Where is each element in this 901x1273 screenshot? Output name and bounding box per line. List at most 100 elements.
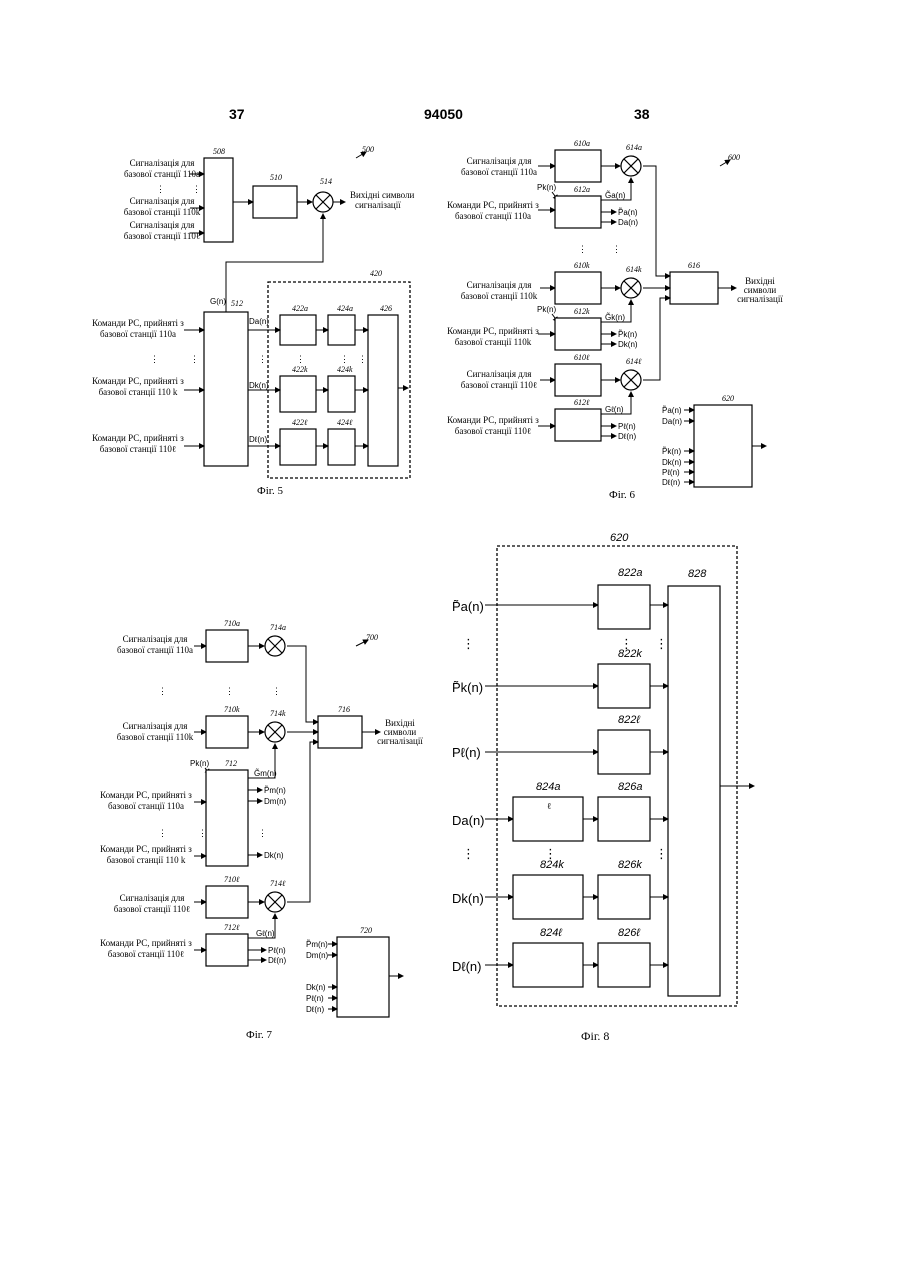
fig5-block-512 bbox=[204, 312, 248, 466]
fig8-block-822l bbox=[598, 730, 650, 774]
fig7-signal-pk: Pk(n) bbox=[190, 759, 209, 768]
fig5-signal-da: Da(n) bbox=[249, 317, 269, 326]
fig5-dots-5: ⋮ bbox=[296, 354, 305, 364]
fig5-caption: Фіг. 5 bbox=[257, 485, 284, 497]
fig5-block-422a bbox=[280, 315, 316, 345]
fig6-signal-ga: G̃a(n) bbox=[605, 191, 626, 200]
fig7-720-input-2: Dm(n) bbox=[306, 951, 329, 960]
fig5-input-6-line2: базової станції 110ℓ bbox=[100, 444, 176, 454]
fig5-label-424a: 424a bbox=[337, 304, 353, 313]
fig7-input-2-line1: Сигналізація для bbox=[123, 721, 188, 731]
fig7-block-710l bbox=[206, 886, 248, 918]
fig5-signal-dl: Dℓ(n) bbox=[249, 435, 267, 444]
fig6-block-610a bbox=[555, 150, 601, 182]
fig8-input-dk: Dk(n) bbox=[452, 891, 484, 906]
fig6-block-612a bbox=[555, 196, 601, 228]
fig6-input-4-line2: базової станції 110k bbox=[455, 337, 532, 347]
fig7-signal-dk: Dk(n) bbox=[264, 851, 284, 860]
fig6-signal-pk: Pk(n) bbox=[537, 183, 556, 192]
fig7-label-712: 712 bbox=[225, 759, 237, 768]
fig5-block-422k bbox=[280, 376, 316, 412]
fig6-signal-gl: Gℓ(n) bbox=[605, 405, 624, 414]
fig6-block-610l bbox=[555, 364, 601, 396]
fig5-dots-2: ⋮ bbox=[192, 184, 201, 194]
fig7-signal-dl: Dℓ(n) bbox=[268, 956, 286, 965]
fig6-label-612k: 612k bbox=[574, 307, 590, 316]
fig5-output-line1: Вихідні символи bbox=[350, 190, 415, 200]
fig7-dots-5: ⋮ bbox=[198, 828, 207, 838]
fig8-dots-1: ⋮ bbox=[462, 636, 475, 651]
fig6-label-610l: 610ℓ bbox=[574, 353, 590, 362]
fig7-block-712 bbox=[206, 770, 248, 866]
fig5-input-2-line1: Сигналізація для bbox=[130, 196, 195, 206]
fig5-label-422l: 422ℓ bbox=[292, 418, 308, 427]
fig6-caption: Фіг. 6 bbox=[609, 489, 636, 501]
fig6-label-612l: 612ℓ bbox=[574, 398, 590, 407]
fig5-dots-1: ⋮ bbox=[156, 184, 165, 194]
fig7-720-input-1: P̃m(n) bbox=[306, 940, 328, 949]
fig6-label-620: 620 bbox=[722, 394, 734, 403]
fig8-label-824a: 824a bbox=[536, 781, 560, 793]
fig6-label-614l: 614ℓ bbox=[626, 357, 642, 366]
fig5-input-5-line2: базової станції 110 k bbox=[99, 387, 178, 397]
fig5-block-510 bbox=[253, 186, 297, 218]
fig6-multiplier-614k bbox=[621, 278, 641, 298]
fig7-block-710a bbox=[206, 630, 248, 662]
fig6-label-616: 616 bbox=[688, 261, 700, 270]
fig5-dots-6: ⋮ bbox=[340, 354, 349, 364]
fig7-label-716: 716 bbox=[338, 705, 350, 714]
fig6-signal-dl: Dℓ(n) bbox=[618, 432, 636, 441]
fig5-input-5-line1: Команди РС, прийняті з bbox=[92, 376, 184, 386]
fig5-dots-8: ⋮ bbox=[258, 354, 267, 364]
fig6-input-6-line1: Команди РС, прийняті з bbox=[447, 415, 539, 425]
fig8-caption: Фіг. 8 bbox=[581, 1029, 609, 1043]
fig6-multiplier-614a bbox=[621, 156, 641, 176]
fig7-label-710l: 710ℓ bbox=[224, 875, 240, 884]
fig5-block-422l bbox=[280, 429, 316, 465]
fig8-label-826l: 826ℓ bbox=[618, 927, 640, 939]
figure-8: 620 828 P̃a(n) 822a ⋮ ⋮ ⋮ P̃k(n) 822k Pℓ… bbox=[452, 532, 754, 1043]
fig6-620-input-3: P̃k(n) bbox=[662, 447, 681, 456]
fig7-label-710k: 710k bbox=[224, 705, 240, 714]
fig5-output-line2: сигналізації bbox=[355, 200, 401, 210]
fig6-label-610a: 610a bbox=[574, 139, 590, 148]
fig6-input-5-line1: Сигналізація для bbox=[467, 369, 532, 379]
figure-5: 500 508 Сигналізація для базової станції… bbox=[92, 145, 414, 497]
fig7-block-720 bbox=[337, 937, 389, 1017]
fig5-label-512: 512 bbox=[231, 299, 243, 308]
fig5-label-422k: 422k bbox=[292, 365, 308, 374]
fig6-input-2-line2: базової станції 110a bbox=[455, 211, 531, 221]
fig5-block-426 bbox=[368, 315, 398, 466]
fig7-label-714k: 714k bbox=[270, 709, 286, 718]
fig6-block-616 bbox=[670, 272, 718, 304]
fig6-620-input-1: P̃a(n) bbox=[662, 406, 682, 415]
fig5-multiplier-514 bbox=[313, 192, 333, 212]
fig8-block-828 bbox=[668, 586, 720, 996]
fig7-caption: Фіг. 7 bbox=[246, 1029, 273, 1041]
fig8-input-pl: Pℓ(n) bbox=[452, 745, 481, 760]
fig8-block-824k bbox=[513, 875, 583, 919]
fig6-signal-pl: Pℓ(n) bbox=[618, 422, 636, 431]
fig7-720-input-5: Dℓ(n) bbox=[306, 1005, 324, 1014]
fig5-block-508 bbox=[204, 158, 233, 242]
fig6-620-input-2: Da(n) bbox=[662, 417, 682, 426]
fig5-input-3-line2: базової станції 110ℓ bbox=[124, 231, 200, 241]
fig8-dots-4: ⋮ bbox=[462, 846, 475, 861]
fig7-720-input-list: P̃m(n)Dm(n)Dk(n)Pℓ(n)Dℓ(n) bbox=[306, 940, 337, 1014]
fig7-input-6-line1: Команди РС, прийняті з bbox=[100, 938, 192, 948]
figure-6: 600 Сигналізація для базової станції 110… bbox=[447, 139, 783, 501]
fig8-label-828: 828 bbox=[688, 568, 707, 580]
figure-7: 700 Сигналізація для базової станції 110… bbox=[100, 619, 423, 1041]
fig8-block-822a bbox=[598, 585, 650, 629]
fig5-block-424l bbox=[328, 429, 355, 465]
fig7-input-5-line1: Сигналізація для bbox=[120, 893, 185, 903]
fig8-input-pa: P̃a(n) bbox=[452, 599, 484, 614]
fig7-multiplier-714k bbox=[265, 722, 285, 742]
fig7-label-714a: 714a bbox=[270, 623, 286, 632]
fig5-dots-7: ⋮ bbox=[358, 354, 367, 364]
fig5-signal-dk: Dk(n) bbox=[249, 381, 269, 390]
fig5-block-424a bbox=[328, 315, 355, 345]
fig5-input-1-line2: базової станції 110a bbox=[124, 169, 200, 179]
fig5-label-420: 420 bbox=[370, 269, 382, 278]
